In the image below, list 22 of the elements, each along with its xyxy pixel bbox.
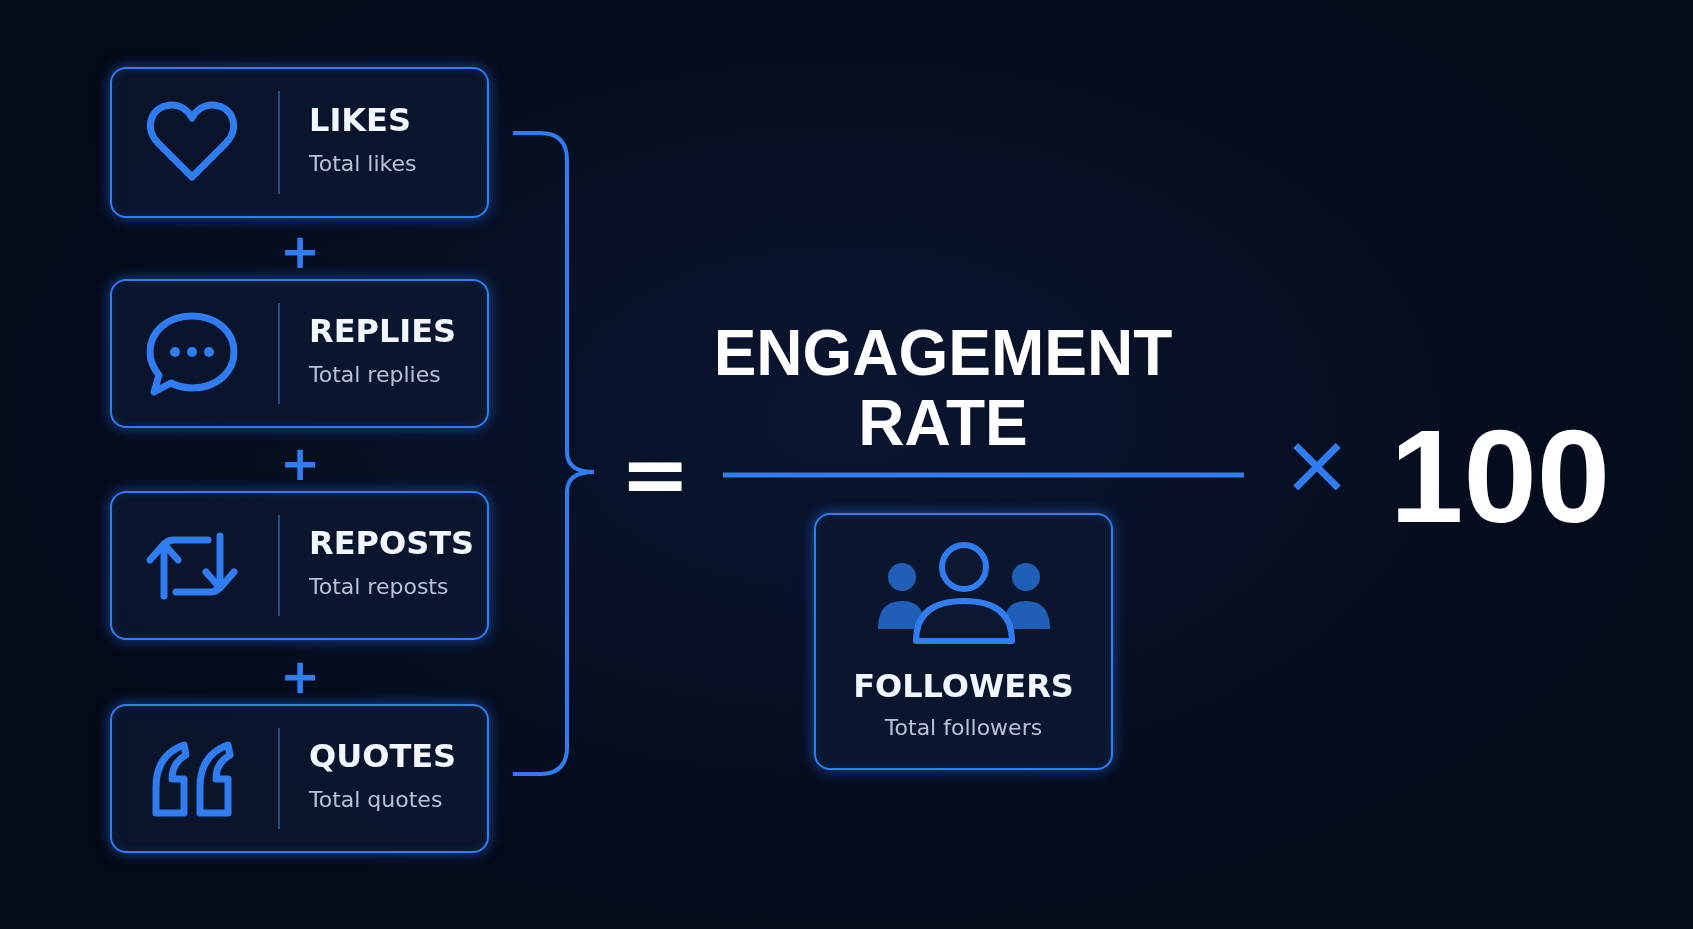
followers-card xyxy=(814,513,1113,770)
metric-card xyxy=(110,704,489,853)
metric-title: LIKES xyxy=(309,100,411,139)
plus-sign: + xyxy=(278,650,322,703)
metric-description: Total reposts xyxy=(309,573,449,599)
metric-title: QUOTES xyxy=(309,736,457,775)
plus-sign: + xyxy=(278,437,322,490)
multiply-sign: × xyxy=(1280,418,1354,511)
metric-description: Total quotes xyxy=(309,786,443,812)
metric-description: Total replies xyxy=(309,361,441,387)
metric-description: Total likes xyxy=(309,150,417,176)
metric-title: FOLLOWERS xyxy=(852,667,1075,705)
metric-title: REPOSTS xyxy=(309,523,475,562)
metric-card xyxy=(110,491,489,640)
formula-numerator: ENGAGEMENT RATE xyxy=(712,318,1174,459)
multiplier-value: 100 xyxy=(1390,404,1612,550)
metric-description: Total followers xyxy=(883,715,1044,740)
plus-sign: + xyxy=(278,225,322,278)
metric-card xyxy=(110,67,489,218)
metric-card xyxy=(110,279,489,428)
equals-sign: = xyxy=(620,428,690,521)
metric-title: REPLIES xyxy=(309,311,457,350)
